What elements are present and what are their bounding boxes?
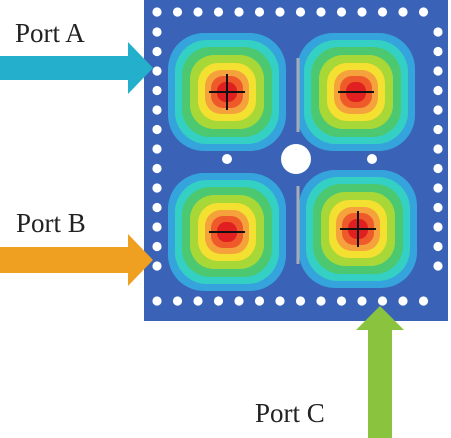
- via-hole: [418, 7, 429, 17]
- via-hole: [433, 163, 443, 174]
- via-hole: [152, 66, 162, 76]
- via-hole: [336, 296, 347, 306]
- via-hole: [433, 202, 443, 213]
- port-b-arrow: [0, 234, 153, 286]
- via-hole: [433, 241, 443, 252]
- center-via-right: [367, 154, 377, 164]
- via-hole: [152, 27, 162, 37]
- via-hole: [213, 7, 224, 17]
- via-hole: [418, 296, 429, 306]
- via-hole: [152, 105, 162, 115]
- via-hole: [433, 222, 443, 232]
- via-hole: [398, 296, 408, 306]
- port-c-label: Port C: [255, 398, 325, 428]
- via-hole: [152, 7, 162, 17]
- via-hole: [336, 7, 347, 17]
- center-via-left: [222, 154, 232, 164]
- via-holes: [152, 7, 443, 306]
- via-hole: [152, 241, 162, 252]
- via-hole: [152, 183, 162, 193]
- via-hole: [152, 261, 162, 271]
- via-hole: [433, 66, 443, 76]
- via-hole: [433, 85, 443, 96]
- via-hole: [275, 296, 285, 306]
- via-hole: [295, 296, 306, 306]
- via-hole: [377, 7, 388, 17]
- via-hole: [193, 7, 203, 17]
- via-hole: [316, 296, 326, 306]
- via-hole: [152, 124, 162, 135]
- via-hole: [433, 144, 443, 154]
- via-hole: [152, 144, 162, 154]
- polarity-markers: [209, 74, 376, 247]
- via-hole: [254, 7, 265, 17]
- via-hole: [295, 7, 306, 17]
- via-hole: [234, 296, 244, 306]
- via-hole: [152, 202, 162, 213]
- center-via-large: [281, 144, 311, 174]
- via-hole: [152, 46, 162, 57]
- via-hole: [433, 27, 443, 37]
- via-hole: [172, 296, 183, 306]
- via-hole: [357, 7, 367, 17]
- via-hole: [152, 163, 162, 174]
- via-hole: [316, 7, 326, 17]
- port-b-label: Port B: [16, 208, 86, 238]
- marker-plus-bottom-right: [340, 211, 376, 247]
- port-c-arrow: [356, 306, 404, 438]
- via-hole: [433, 261, 443, 271]
- via-hole: [433, 46, 443, 57]
- via-hole: [234, 7, 244, 17]
- via-hole: [433, 183, 443, 193]
- via-hole: [433, 105, 443, 115]
- port-a-label: Port A: [15, 18, 85, 48]
- via-hole: [152, 222, 162, 232]
- via-hole: [152, 85, 162, 96]
- via-hole: [213, 296, 224, 306]
- field-distribution: [161, 26, 424, 298]
- via-hole: [172, 7, 183, 17]
- via-hole: [433, 124, 443, 135]
- via-hole: [275, 7, 285, 17]
- via-hole: [357, 296, 367, 306]
- marker-plus-top-left: [209, 74, 245, 110]
- via-hole: [193, 296, 203, 306]
- via-hole: [377, 296, 388, 306]
- via-hole: [152, 296, 162, 306]
- via-hole: [398, 7, 408, 17]
- via-hole: [254, 296, 265, 306]
- port-a-arrow: [0, 42, 153, 94]
